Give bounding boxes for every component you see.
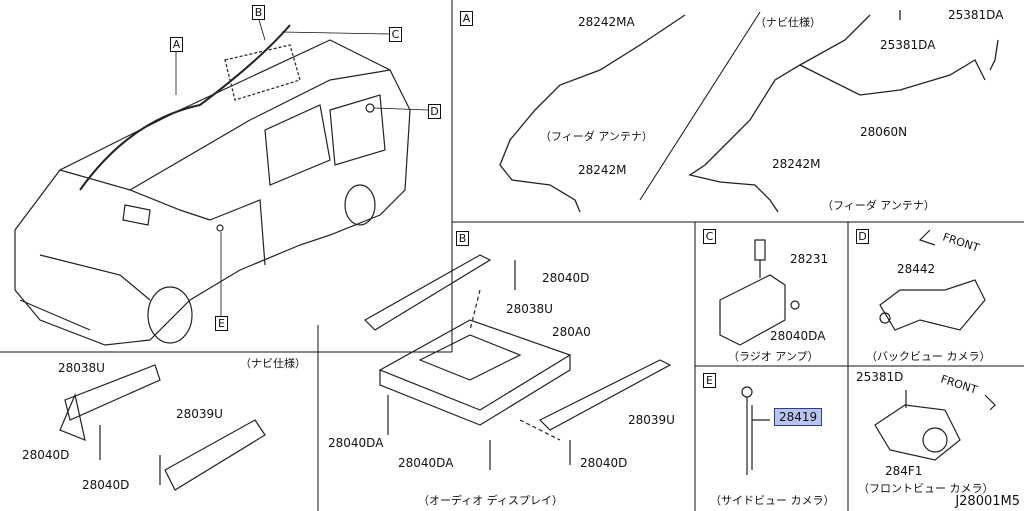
part-28242M[interactable]: 28242M (578, 163, 627, 177)
part-25381DA-top[interactable]: 25381DA (948, 8, 1004, 22)
part-28419-highlighted[interactable]: 28419 (774, 408, 823, 426)
back-view-camera (879, 229, 986, 331)
vehicle-illustration (14, 24, 411, 346)
part-28231[interactable]: 28231 (790, 252, 829, 266)
callout-box-c[interactable]: C (389, 27, 402, 42)
part-28040D-left[interactable]: 28040D (22, 448, 70, 462)
part-28038U-b[interactable]: 28038U (506, 302, 553, 316)
part-28039U-left[interactable]: 28039U (176, 407, 223, 421)
panel-a-tag: A (460, 11, 473, 26)
part-28038U-left[interactable]: 28038U (58, 361, 105, 375)
panel-c-tag: C (703, 229, 716, 244)
side-view-camera (741, 386, 770, 475)
part-28060N[interactable]: 28060N (860, 125, 908, 139)
part-284F1[interactable]: 284F1 (885, 464, 923, 478)
part-28040DA-b-2[interactable]: 28040DA (398, 456, 454, 470)
part-28242MA[interactable]: 28242MA (578, 15, 635, 29)
part-25381DA[interactable]: 25381DA (880, 38, 936, 52)
part-28442[interactable]: 28442 (897, 262, 936, 276)
part-28040D-b[interactable]: 28040D (542, 271, 590, 285)
part-28040D-b-2[interactable]: 28040D (580, 456, 628, 470)
part-280A0[interactable]: 280A0 (552, 325, 591, 339)
callout-box-a[interactable]: A (170, 37, 183, 52)
panel-e-tag: E (703, 373, 716, 388)
front-view-camera (874, 390, 996, 461)
feeder-antenna-caption: （フィーダ アンテナ） (540, 130, 653, 143)
radio-amp-caption: （ラジオ アンプ） (728, 350, 819, 363)
callout-leaders (175, 19, 429, 318)
callout-box-d[interactable]: D (428, 104, 441, 119)
back-camera-caption: （バックビュー カメラ） (866, 350, 991, 363)
part-28040DA-c[interactable]: 28040DA (770, 329, 826, 343)
divider (639, 11, 761, 201)
audio-display-unit (364, 254, 672, 470)
antenna-cables (499, 10, 999, 213)
audio-display-caption: （オーディオ ディスプレイ） (418, 494, 563, 507)
navi-caption-left: （ナビ仕様） (240, 357, 306, 370)
panel-b-tag: B (456, 231, 469, 246)
callout-box-e[interactable]: E (215, 316, 228, 331)
navi-caption: （ナビ仕様） (755, 16, 821, 29)
callout-box-b[interactable]: B (252, 5, 265, 20)
feeder-antenna-caption-navi: （フィーダ アンテナ） (822, 199, 935, 212)
part-28040DA-b[interactable]: 28040DA (328, 436, 384, 450)
front-camera-caption: （フロントビュー カメラ） (858, 482, 994, 495)
radio-amp (719, 239, 800, 346)
part-28040D-left-2[interactable]: 28040D (82, 478, 130, 492)
diagram-code: J28001M5 (955, 494, 1020, 509)
panel-d-tag: D (856, 229, 869, 244)
part-25381D[interactable]: 25381D (856, 370, 904, 384)
part-28242M-navi[interactable]: 28242M (772, 157, 821, 171)
brackets (59, 364, 266, 491)
side-camera-caption: （サイドビュー カメラ） (710, 494, 835, 507)
part-28039U-b[interactable]: 28039U (628, 413, 675, 427)
